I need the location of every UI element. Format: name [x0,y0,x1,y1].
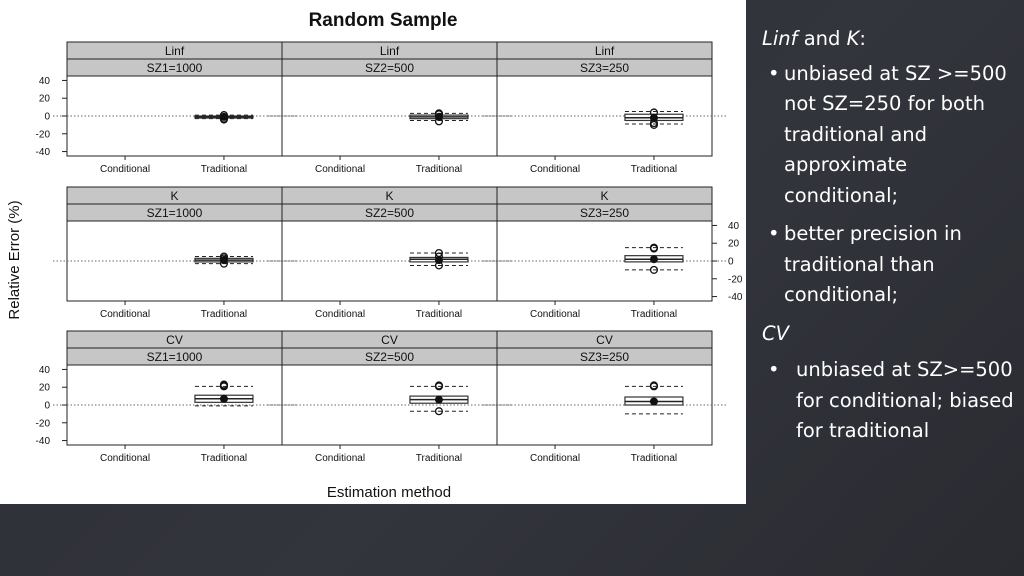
x-tick-label: Traditional [201,453,247,464]
mean-point [434,395,443,404]
bullet-precision: • better precision in traditional than c… [762,219,1018,311]
y-tick-label: 0 [44,401,50,412]
strip-sample-size-label: SZ2=500 [365,206,414,220]
outlier-point [434,381,444,390]
strip-variable-label: CV [166,333,183,347]
x-tick-label: Conditional [315,453,365,464]
y-tick-label: 0 [728,257,734,268]
strip-variable-label: CV [596,333,613,347]
notes-panel: Linf and K: • unbiased at SZ >=500 not S… [762,24,1018,455]
x-tick-label: Conditional [530,309,580,320]
x-tick-label: Traditional [631,309,677,320]
x-tick-label: Conditional [315,164,365,175]
x-tick-label: Conditional [100,164,150,175]
outlier-point [434,407,444,416]
cv-heading: CV [762,321,789,345]
x-tick-label: Conditional [530,453,580,464]
x-tick-label: Traditional [416,164,462,175]
y-tick-label: 40 [39,76,51,87]
y-tick-label: 20 [39,94,51,105]
strip-variable-label: K [600,189,608,203]
outlier-point [219,380,229,389]
x-tick-label: Conditional [100,453,150,464]
x-tick-label: Conditional [530,164,580,175]
outlier-point [649,265,658,274]
y-tick-label: -20 [728,274,743,285]
y-tick-label: 40 [728,221,740,232]
y-tick-label: 20 [728,239,740,250]
strip-sample-size-label: SZ3=250 [580,206,629,220]
x-tick-label: Traditional [416,309,462,320]
x-axis-label: Estimation method [327,484,451,501]
y-tick-label: -40 [36,147,51,158]
y-axis-label: Relative Error (%) [6,200,23,319]
y-tick-label: -40 [728,292,743,303]
x-tick-label: Traditional [201,309,247,320]
strip-variable-label: Linf [595,44,615,58]
chart-title: Random Sample [309,10,458,31]
strip-sample-size-label: SZ1=1000 [147,61,203,75]
y-tick-label: 0 [44,112,50,123]
x-tick-label: Traditional [416,453,462,464]
bullet-unbiased-linf-k: • unbiased at SZ >=500 not SZ=250 for bo… [762,59,1018,212]
mean-point [434,256,443,265]
chart-figure: Random Sample Estimation method Relative… [6,10,743,501]
x-tick-label: Conditional [315,309,365,320]
strip-variable-label: K [170,189,178,203]
strip-sample-size-label: SZ1=1000 [147,350,203,364]
bullet-text: better precision in traditional than con… [784,222,962,306]
mean-point [649,255,658,264]
strip-sample-size-label: SZ2=500 [365,350,414,364]
x-tick-label: Conditional [100,309,150,320]
strip-sample-size-label: SZ3=250 [580,61,629,75]
linf-k-heading: Linf and K: [762,24,1018,55]
heading-linf: Linf [762,27,798,50]
strip-variable-label: Linf [380,44,400,58]
y-tick-label: 40 [39,365,51,376]
outlier-point [649,381,658,390]
strip-variable-label: Linf [165,44,185,58]
mean-point [649,113,658,122]
strip-sample-size-label: SZ3=250 [580,350,629,364]
x-tick-label: Traditional [201,164,247,175]
outlier-point [649,244,658,253]
strip-variable-label: K [385,189,393,203]
heading-colon: : [859,27,866,50]
y-tick-label: -20 [36,129,51,140]
heading-k: K [846,27,860,50]
bullet-text: unbiased at SZ >=500 not SZ=250 for both… [784,61,1007,207]
mean-point [219,256,228,265]
x-tick-label: Traditional [631,164,677,175]
mean-point [434,112,443,121]
boxplot-chart: Random Sample Estimation method Relative… [6,10,743,501]
heading-and: and [797,27,847,50]
bullet-cv: • unbiased at SZ>=500 for conditional; b… [762,355,1018,447]
y-tick-label: 20 [39,383,51,394]
mean-point [219,112,228,121]
bullet-dot: • [768,222,780,245]
mean-point [219,394,228,403]
strip-sample-size-label: SZ1=1000 [147,206,203,220]
mean-point [649,397,658,406]
y-tick-label: -20 [36,418,51,429]
strip-variable-label: CV [381,333,398,347]
x-tick-label: Traditional [631,453,677,464]
bullet-dot: • [768,61,780,85]
bullet-text: unbiased at SZ>=500 for conditional; bia… [796,358,1014,442]
strip-sample-size-label: SZ2=500 [365,61,414,75]
bullet-dot: • [768,358,780,381]
y-tick-label: -40 [36,436,51,447]
